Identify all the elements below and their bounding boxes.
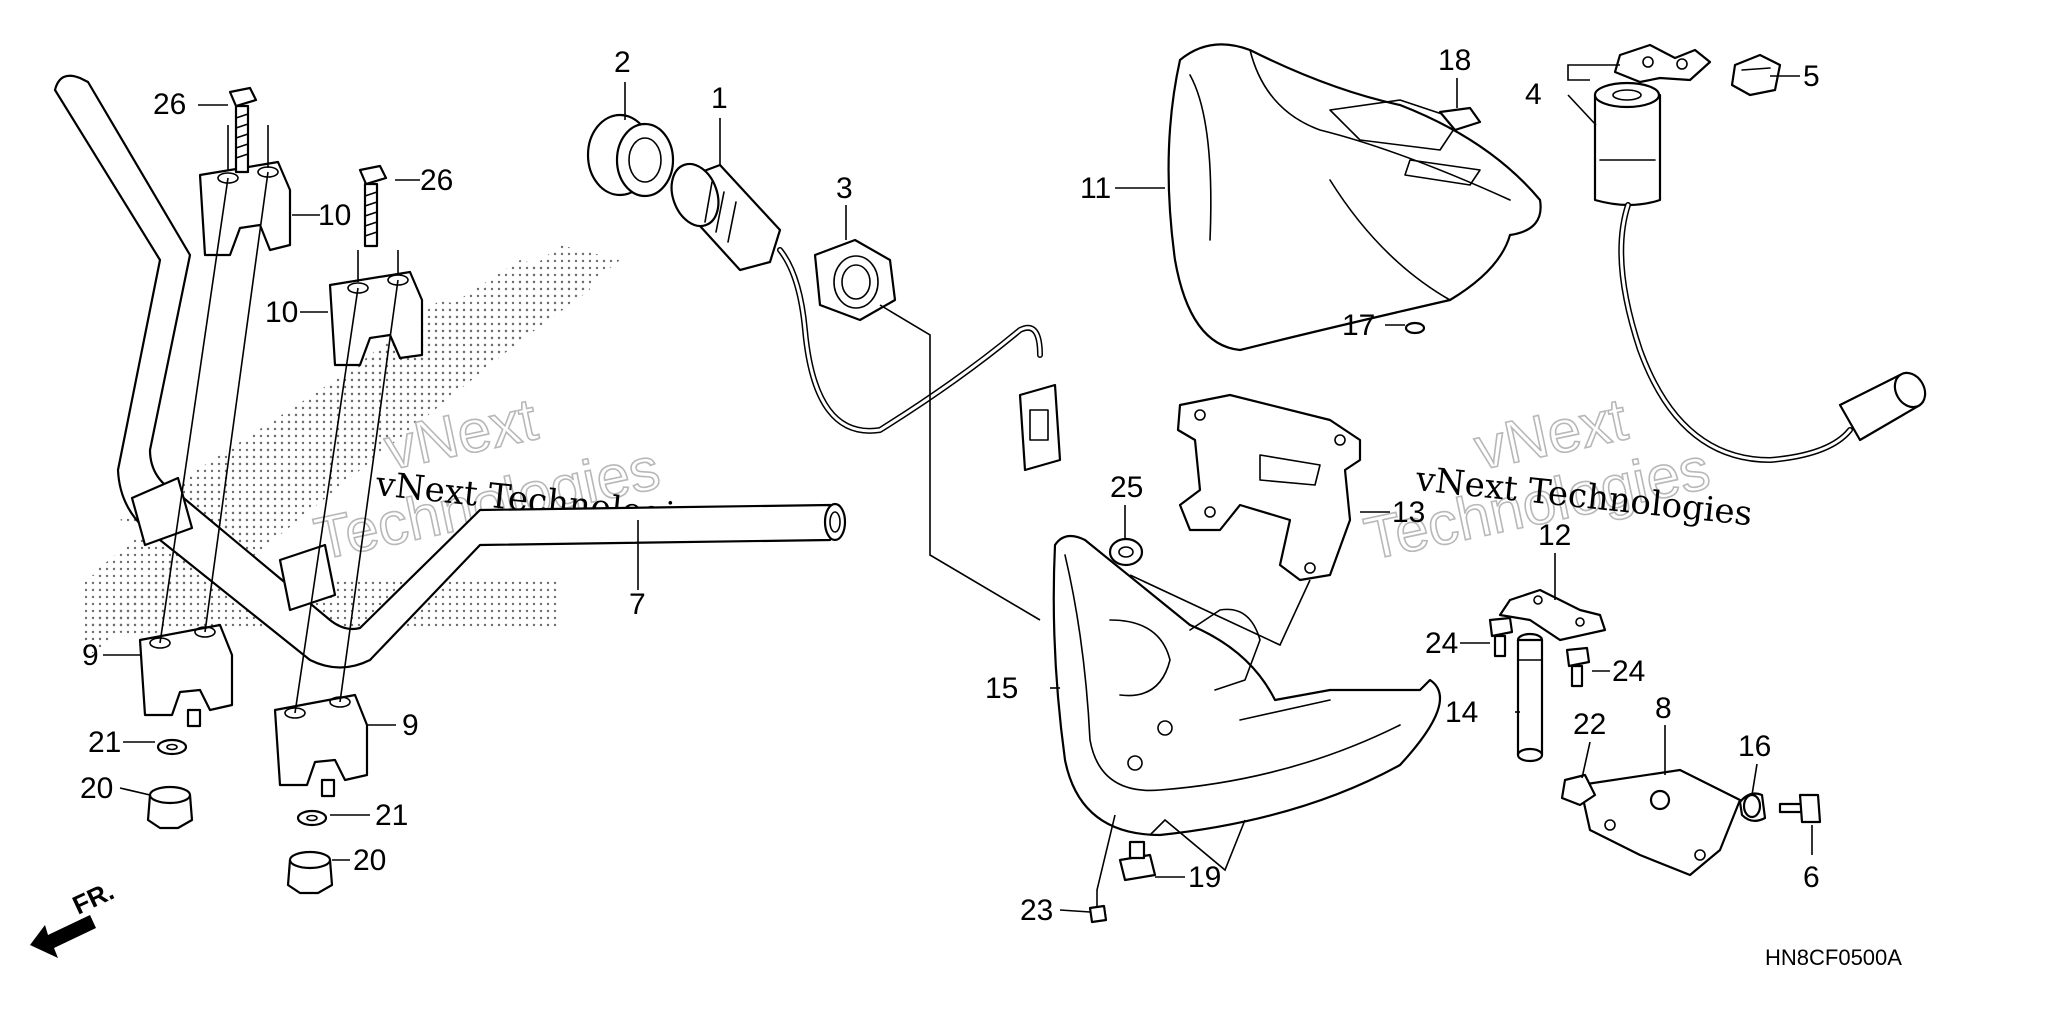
bolt-26-a (228, 86, 258, 174)
ignition-switch (1593, 43, 1927, 463)
nut-20-b (286, 850, 334, 895)
bolt-24-a (1488, 616, 1514, 658)
callout-10-b: 10 (265, 296, 298, 329)
front-direction-marker: FR. (30, 876, 119, 958)
clamp-12 (1498, 588, 1607, 642)
callout-4: 4 (1525, 78, 1542, 111)
callout-20-b: 20 (353, 844, 386, 877)
washer-21-a (156, 738, 188, 756)
screw-23 (1088, 889, 1108, 924)
leader-lines (103, 64, 1813, 913)
callout-18: 18 (1438, 44, 1471, 77)
callout-17: 17 (1342, 309, 1375, 342)
callout-13: 13 (1392, 496, 1425, 529)
nut-20-a (146, 785, 194, 830)
callout-9-a: 9 (82, 639, 99, 672)
washer-21-b (296, 809, 328, 827)
diagram-code: HN8CF0500A (1765, 945, 1902, 970)
callout-24-a: 24 (1425, 627, 1458, 660)
lower-holder-1 (138, 171, 269, 728)
callout-3: 3 (836, 172, 853, 205)
callout-5: 5 (1803, 60, 1820, 93)
callout-22: 22 (1573, 708, 1606, 741)
callout-20-a: 20 (80, 772, 113, 805)
ring-nut (813, 238, 897, 322)
clip-17 (1404, 321, 1426, 335)
callout-25: 25 (1110, 471, 1143, 504)
callout-26-a: 26 (153, 88, 186, 121)
callout-14: 14 (1445, 696, 1478, 729)
callout-11: 11 (1080, 172, 1111, 205)
callout-16: 16 (1738, 730, 1771, 763)
plate-8 (1578, 768, 1742, 877)
upper-holder-2 (328, 250, 424, 367)
rod-14 (1516, 632, 1544, 763)
callout-10-a: 10 (318, 199, 351, 232)
lower-cover (1052, 534, 1442, 837)
bolt-24-b (1565, 646, 1591, 688)
callout-26-b: 26 (420, 164, 453, 197)
stay-bracket (1176, 393, 1362, 582)
front-label: FR. (68, 876, 119, 921)
callout-21-a: 21 (88, 726, 121, 759)
callout-1: 1 (711, 82, 728, 115)
bolt-6 (1778, 793, 1822, 824)
grommet-25 (1108, 537, 1144, 567)
callout-21-b: 21 (375, 799, 408, 832)
callout-24-b: 24 (1612, 655, 1645, 688)
callout-15: 15 (985, 672, 1018, 705)
callout-2: 2 (614, 46, 631, 79)
lower-holder-2 (273, 279, 399, 798)
front-cover (1167, 43, 1542, 352)
callout-19: 19 (1188, 861, 1221, 894)
grommet (586, 113, 675, 198)
handlebar (53, 74, 847, 669)
callout-9-b: 9 (402, 709, 419, 742)
callouts: 26 26 10 10 9 9 21 20 21 20 2 1 3 7 11 1… (80, 44, 1820, 927)
collar-16 (1738, 792, 1767, 822)
bolt-19 (1118, 840, 1157, 882)
cap (1730, 53, 1782, 97)
socket-assembly (670, 162, 1062, 472)
callout-12: 12 (1538, 519, 1571, 552)
callout-8: 8 (1655, 692, 1672, 725)
callout-7: 7 (629, 588, 646, 621)
callout-23: 23 (1020, 894, 1053, 927)
callout-6: 6 (1803, 861, 1820, 894)
bolt-26-b (358, 164, 388, 248)
clip-18 (1438, 106, 1482, 132)
